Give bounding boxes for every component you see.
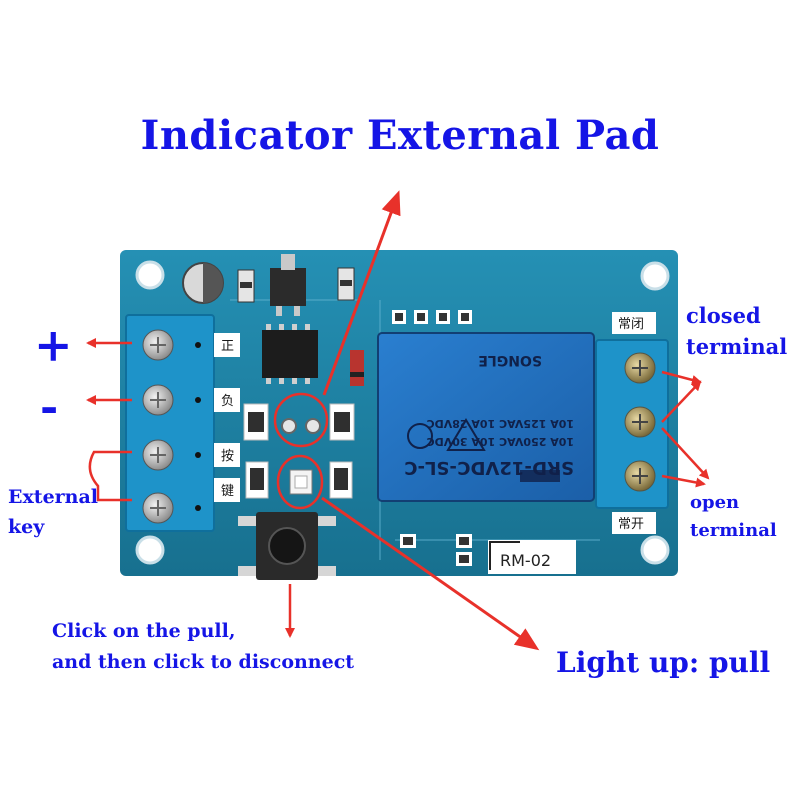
open-terminal-line-1: open xyxy=(690,492,740,513)
diode xyxy=(350,350,364,386)
open-terminal-label: open terminal xyxy=(690,489,777,545)
annotations xyxy=(86,190,710,651)
closed-arrow xyxy=(661,370,702,385)
plus-label: + xyxy=(34,318,73,372)
mark-normally-closed: 常闭 xyxy=(618,317,644,332)
mark-normally-open: 常开 xyxy=(618,517,644,532)
light-up-label: Light up: pull xyxy=(556,646,771,679)
relay: SRD-12VDC-SL-C 10A 250VAC 10A 30VDC 10A … xyxy=(377,332,595,502)
indicator-area xyxy=(243,403,355,499)
closed-terminal-line-2: terminal xyxy=(686,334,788,359)
diagram-title: Indicator External Pad xyxy=(140,112,660,159)
mount-hole xyxy=(640,535,670,565)
minus-label: - xyxy=(40,382,59,433)
relay-top-leds xyxy=(392,310,472,324)
top-components xyxy=(182,254,364,386)
open-arrow xyxy=(661,474,706,488)
external-key-bracket xyxy=(88,450,132,502)
external-key-label: External key xyxy=(8,482,98,542)
mark-positive: 正 xyxy=(221,339,234,354)
left-screws xyxy=(142,329,174,524)
right-terminal-block: 常闭 常开 xyxy=(595,312,669,534)
mount-hole xyxy=(135,260,165,290)
button-instruction-label: Click on the pull, and then click to dis… xyxy=(52,616,354,678)
relay-ul-mark xyxy=(407,423,433,449)
relay-brand: SONGLE xyxy=(478,352,542,368)
common-to-closed-arrow xyxy=(661,380,702,423)
relay-cqc-mark xyxy=(446,418,486,451)
voltage-regulator xyxy=(270,268,306,306)
led-circle xyxy=(276,454,324,510)
button-instruction-line-1: Click on the pull, xyxy=(52,620,236,642)
indicator-pad xyxy=(305,418,321,434)
mount-hole xyxy=(640,261,670,291)
light-up-arrow xyxy=(321,496,540,651)
closed-terminal-label: closed terminal xyxy=(686,300,787,362)
push-button xyxy=(238,512,336,580)
left-terminal-block xyxy=(125,314,215,532)
relay-rating-2: 10A 125VAC 10A 28VDC xyxy=(427,417,574,430)
external-key-line-2: key xyxy=(8,516,45,538)
mount-hole xyxy=(135,535,165,565)
bottom-marks: RM-02 xyxy=(400,534,576,574)
mark-negative: 负 xyxy=(221,394,234,409)
external-key-line-1: External xyxy=(8,486,99,508)
mark-key-2: 键 xyxy=(221,484,234,499)
relay-rating-1: 10A 250VAC 10A 30VDC xyxy=(427,435,574,448)
common-to-open-arrow xyxy=(661,427,710,480)
indicator-pad-arrow xyxy=(322,190,401,396)
mark-key-1: 按 xyxy=(221,449,234,464)
indicator-pad-circle xyxy=(273,392,329,448)
indicator-pad xyxy=(281,418,297,434)
ic-chip xyxy=(262,330,318,378)
left-terminal-marks: 正 负 按 键 xyxy=(214,333,240,502)
button-instruction-line-2: and then click to disconnect xyxy=(52,651,355,673)
closed-terminal-line-1: closed xyxy=(686,303,761,328)
open-terminal-line-2: terminal xyxy=(690,520,777,541)
board-model: RM-02 xyxy=(500,551,551,570)
